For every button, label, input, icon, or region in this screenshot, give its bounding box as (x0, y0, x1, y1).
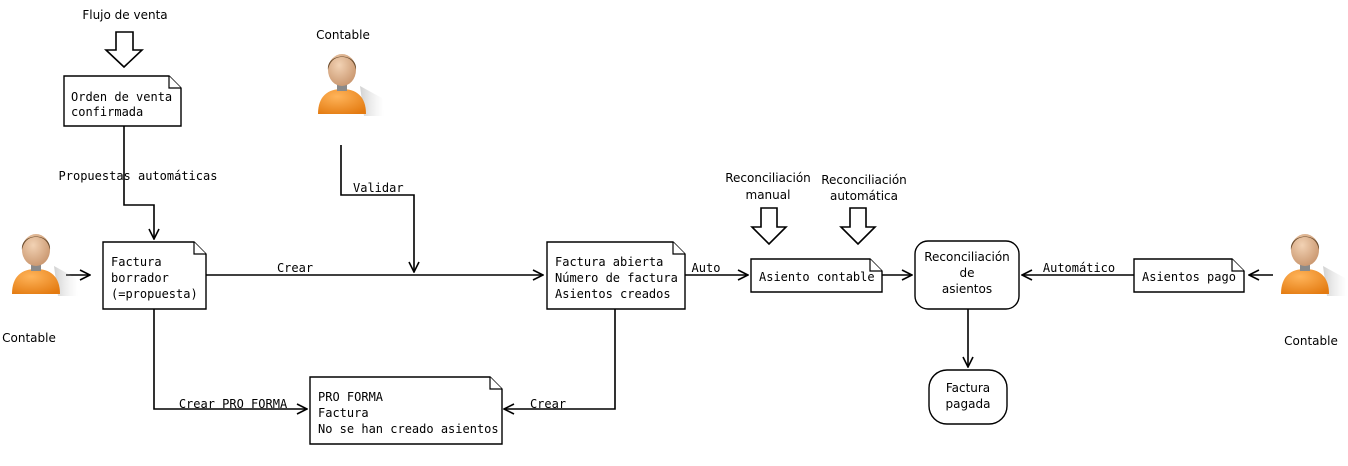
doc-order-line-2: confirmada (71, 105, 143, 119)
sales-flow-label: Flujo de venta (82, 8, 167, 22)
auto-rec-label-2: automática (830, 189, 898, 203)
doc-open-line-2: Número de factura (555, 271, 678, 285)
node-paid-line-1: Factura (946, 381, 990, 395)
edge-label-validate: Validar (353, 181, 404, 195)
actor-top-label: Contable (316, 28, 370, 42)
doc-draft: Factura borrador (=propuesta) (102, 241, 207, 310)
actor-left-label: Contable (2, 331, 56, 345)
auto-rec-arrow (839, 207, 877, 246)
input-arrows (103, 31, 877, 246)
doc-proforma-line-1: PRO FORMA (318, 390, 384, 404)
doc-proforma: PRO FORMA Factura No se han creado asien… (309, 376, 503, 445)
doc-payments-line-1: Asientos pago (1142, 270, 1236, 284)
person-icon (12, 234, 78, 296)
person-icon (318, 54, 384, 116)
edge-order-to-draft (123, 126, 154, 239)
edge-label-automatic: Automático (1043, 261, 1115, 275)
edge-label-create: Crear (277, 261, 313, 275)
manual-rec-label-1: Reconciliación (725, 171, 811, 185)
manual-rec-arrow (750, 207, 788, 246)
node-paid-invoice: Factura pagada (928, 369, 1008, 425)
edge-open-to-proforma (504, 309, 616, 409)
edge-create-proforma (153, 309, 307, 409)
edge-validate (340, 145, 414, 272)
doc-open-invoice: Factura abierta Número de factura Asient… (546, 241, 686, 310)
edge-label-create-proforma: Crear PRO FORMA (179, 397, 288, 411)
doc-proforma-line-2: Factura (318, 406, 369, 420)
node-reconcile: Reconciliación de asientos (914, 240, 1020, 310)
sales-flow-arrow (103, 31, 145, 69)
manual-rec-label-2: manual (746, 188, 791, 202)
edge-label-auto-proposals: Propuestas automáticas (59, 169, 218, 183)
doc-open-line-3: Asientos creados (555, 287, 671, 301)
doc-draft-line-1: Factura (111, 255, 162, 269)
edge-label-create-from-open: Crear (530, 397, 566, 411)
doc-entry-line-1: Asiento contable (759, 270, 875, 284)
node-reconcile-line-3: asientos (942, 282, 992, 296)
doc-draft-line-3: (=propuesta) (111, 287, 198, 301)
auto-rec-label-1: Reconciliación (821, 173, 907, 187)
doc-proforma-line-3: No se han creado asientos (318, 422, 499, 436)
doc-order: Orden de venta confirmada (63, 75, 182, 127)
edge-label-auto: Auto (692, 261, 721, 275)
person-icon (1281, 234, 1347, 296)
doc-order-line-1: Orden de venta (71, 90, 172, 104)
doc-open-line-1: Factura abierta (555, 255, 663, 269)
actor-right-label: Contable (1284, 334, 1338, 348)
node-paid-line-2: pagada (946, 397, 991, 411)
node-reconcile-line-1: Reconciliación (924, 250, 1010, 264)
node-reconcile-line-2: de (960, 266, 975, 280)
doc-payments: Asientos pago (1133, 258, 1245, 293)
doc-draft-line-2: borrador (111, 271, 169, 285)
doc-journal-entry: Asiento contable (750, 258, 883, 293)
